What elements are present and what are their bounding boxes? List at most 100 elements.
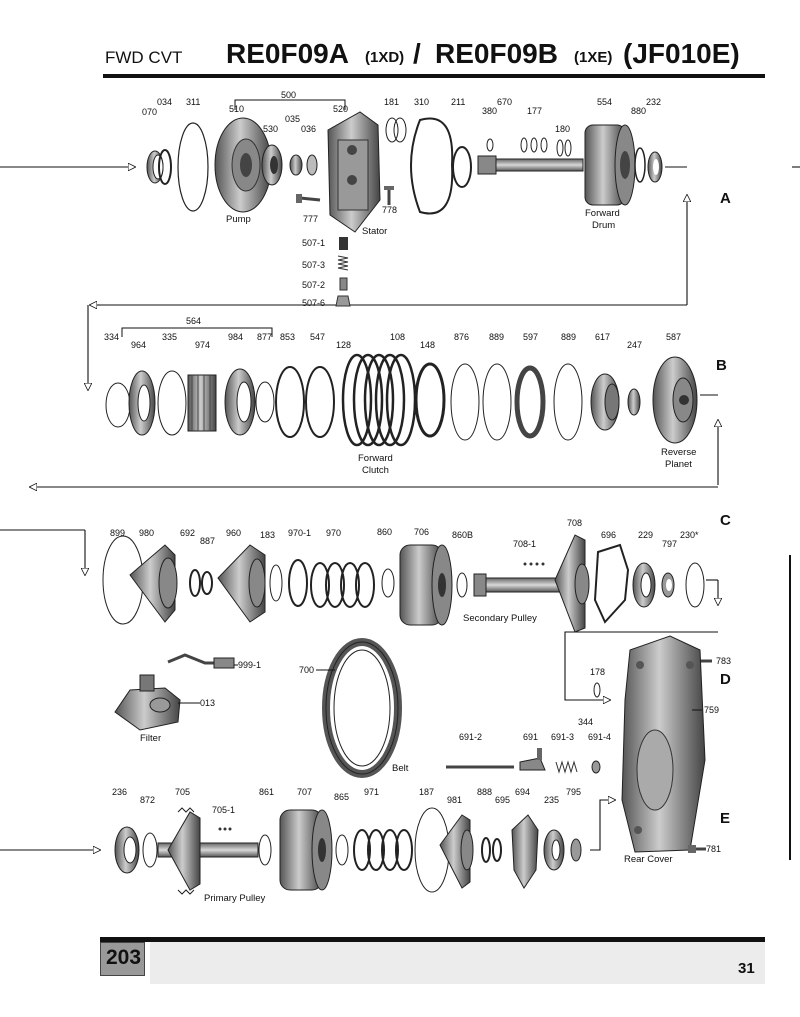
label-forward-drum-line1: Forward (585, 208, 620, 219)
label-013: 013 (200, 698, 215, 708)
part-035-gear (289, 154, 303, 176)
label-707: 707 (297, 787, 312, 797)
part-861-ring (258, 834, 272, 866)
label-984: 984 (228, 332, 243, 342)
label-035: 035 (285, 114, 300, 124)
label-876: 876 (454, 332, 469, 342)
bracket-564 (121, 327, 273, 337)
label-759: 759 (704, 705, 719, 715)
label-705: 705 (175, 787, 190, 797)
part-547-ring (305, 366, 335, 438)
label-secondary-pulley: Secondary Pulley (463, 613, 537, 624)
section-a-label: A (720, 190, 731, 207)
label-311: 311 (186, 97, 200, 107)
label-797: 797 (662, 539, 677, 549)
label-507-3: 507-3 (302, 260, 325, 270)
label-547: 547 (310, 332, 325, 342)
label-344: 344 (578, 717, 593, 727)
label-960: 960 (226, 528, 241, 538)
label-507-2: 507-2 (302, 280, 325, 290)
label-500: 500 (281, 90, 296, 100)
title-bar: FWD CVT RE0F09A (1XD) / RE0F09B (1XE) (J… (103, 36, 765, 80)
part-181-orings (385, 117, 407, 143)
title-rule (103, 74, 765, 78)
part-695-clip (492, 838, 502, 862)
part-236-seal (114, 826, 140, 874)
part-865-ring (335, 834, 349, 866)
part-180-rings (556, 139, 572, 157)
label-forward-drum-line2: Drum (592, 220, 615, 231)
label-stator: Stator (362, 226, 387, 237)
label-236: 236 (112, 787, 127, 797)
label-primary-pulley: Primary Pulley (204, 893, 265, 904)
part-860-ring (381, 568, 395, 598)
part-797-nut (661, 572, 675, 598)
label-178: 178 (590, 667, 605, 677)
label-530: 530 (263, 124, 278, 134)
part-507-3-spring (337, 255, 349, 271)
part-960-piston (217, 544, 266, 623)
footer-panel (150, 942, 765, 984)
label-335: 335 (162, 332, 177, 342)
row-b-parts (105, 353, 698, 447)
part-587-reverse-planet (652, 356, 698, 444)
part-507-2 (339, 277, 348, 291)
part-380-ring (486, 138, 494, 152)
label-148: 148 (420, 340, 435, 350)
part-887-clip (201, 571, 213, 595)
label-310: 310 (414, 97, 429, 107)
label-783: 783 (716, 656, 731, 666)
flow-line-c-to-d (564, 631, 718, 700)
part-964-bearing (128, 370, 156, 436)
part-860b-ring (456, 572, 468, 598)
part-691-3-spring (555, 760, 578, 774)
label-forward-clutch-line1: Forward (358, 453, 393, 464)
label-232: 232 (646, 97, 661, 107)
label-229: 229 (638, 530, 653, 540)
part-530-gear (261, 144, 283, 186)
row-d-labels: 999-1 013 Filter 700 Belt 178 783 759 34… (140, 656, 731, 774)
part-889-ring-b (553, 363, 583, 441)
part-970-1-ring (288, 559, 308, 607)
part-694-plate (511, 814, 539, 889)
label-795: 795 (566, 787, 581, 797)
label-971: 971 (364, 787, 379, 797)
row-a-labels: 070 034 311 500 510 520 530 035 036 181 … (142, 90, 661, 308)
row-b-labels: 564 334 964 335 974 984 877 853 547 128 … (104, 316, 696, 476)
label-belt: Belt (392, 763, 409, 774)
label-865: 865 (334, 792, 349, 802)
part-597-plate (514, 365, 546, 439)
part-778-bolt (384, 186, 394, 205)
part-247-washer (627, 388, 641, 416)
section-e-label: E (720, 810, 730, 827)
label-980: 980 (139, 528, 154, 538)
label-974: 974 (195, 340, 210, 350)
label-507-1: 507-1 (302, 238, 325, 248)
label-691: 691 (523, 732, 538, 742)
label-691-2: 691-2 (459, 732, 482, 742)
part-235-bearing (543, 829, 565, 871)
label-230: 230* (680, 530, 699, 540)
flow-line-e-right (590, 800, 615, 851)
flow-lines (0, 167, 800, 850)
label-889-b: 889 (561, 332, 576, 342)
label-128: 128 (336, 340, 351, 350)
label-507-6: 507-6 (302, 298, 325, 308)
label-880: 880 (631, 106, 646, 116)
footer-badge-box: 203 (100, 942, 145, 976)
label-692: 692 (180, 528, 195, 538)
title-model-c: (JF010E) (623, 38, 740, 69)
label-691-4: 691-4 (588, 732, 611, 742)
label-695: 695 (495, 795, 510, 805)
label-pump: Pump (226, 214, 251, 225)
part-334-ring (105, 382, 131, 428)
row-c-parts (102, 534, 705, 633)
footer-badge: 203 (105, 946, 142, 969)
part-510-pump (214, 117, 272, 213)
part-853-ring (275, 366, 305, 438)
label-177: 177 (527, 106, 542, 116)
part-034-oring (158, 149, 172, 185)
title-prefix: FWD CVT (105, 48, 183, 67)
label-853: 853 (280, 332, 295, 342)
part-880-ring (634, 147, 646, 183)
